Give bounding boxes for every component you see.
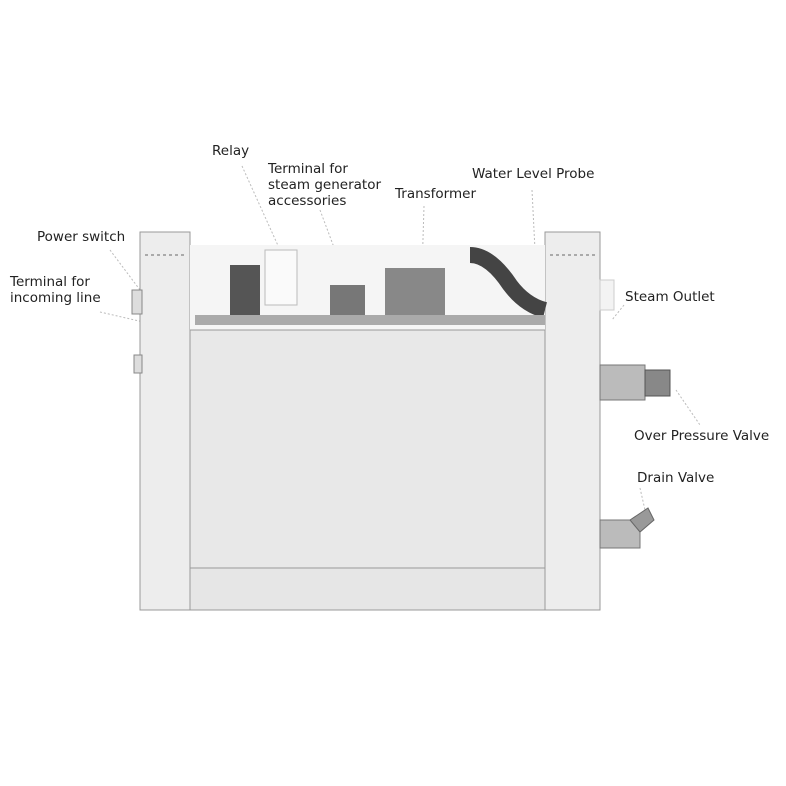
label-steam-outlet: Steam Outlet bbox=[625, 289, 715, 305]
steam-outlet bbox=[599, 279, 615, 311]
label-power-switch: Power switch bbox=[37, 229, 126, 245]
right-side-panel bbox=[544, 231, 601, 611]
base-panel bbox=[184, 567, 581, 611]
label-water-level-probe: Water Level Probe bbox=[472, 166, 595, 182]
label-over-pressure-valve: Over Pressure Valve bbox=[634, 428, 770, 444]
left-side-panel bbox=[139, 231, 191, 611]
over-pressure-valve bbox=[599, 364, 646, 401]
label-terminal-accessories-line2: steam generator bbox=[268, 177, 382, 193]
label-terminal-incoming-line1: Terminal for bbox=[10, 274, 90, 290]
label-drain-valve: Drain Valve bbox=[637, 470, 715, 486]
relay-board bbox=[230, 265, 260, 315]
label-terminal-accessories-line1: Terminal for bbox=[268, 161, 348, 177]
relay bbox=[264, 249, 298, 306]
label-transformer: Transformer bbox=[395, 186, 477, 202]
front-panel bbox=[189, 329, 546, 569]
terminal-accessories bbox=[330, 285, 365, 315]
label-terminal-accessories-line3: accessories bbox=[268, 193, 347, 209]
label-terminal-incoming-line2: incoming line bbox=[10, 290, 101, 306]
water-level-probe-hose bbox=[469, 247, 548, 318]
transformer bbox=[385, 268, 445, 320]
power-switch bbox=[131, 289, 143, 315]
label-relay: Relay bbox=[212, 143, 250, 159]
